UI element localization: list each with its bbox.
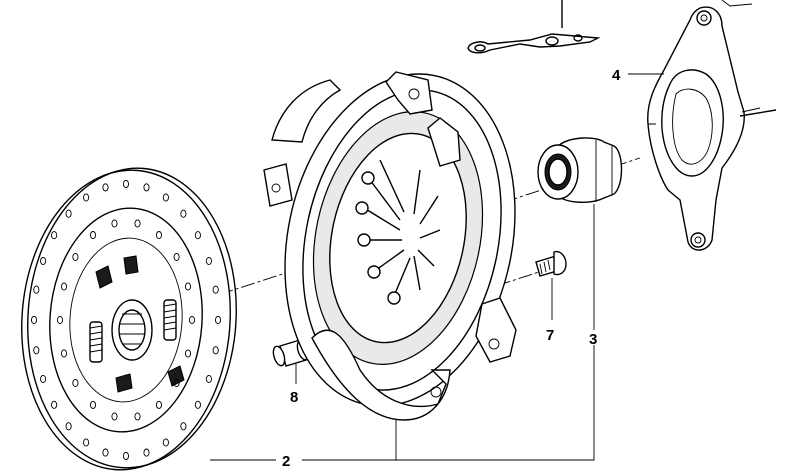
rivet-hole bbox=[89, 231, 97, 240]
rivet-hole bbox=[51, 231, 58, 240]
rivet-hole bbox=[212, 285, 219, 294]
rivet-hole bbox=[212, 346, 219, 355]
rivet-hole bbox=[143, 448, 150, 457]
leader-2 bbox=[210, 420, 594, 461]
rivet-hole bbox=[122, 179, 130, 189]
rivet-hole bbox=[60, 349, 68, 358]
rivet-hole bbox=[173, 378, 180, 388]
rivet-hole bbox=[56, 315, 64, 325]
rivet-hole bbox=[72, 252, 79, 262]
rivet-hole bbox=[33, 285, 40, 294]
rivet-hole bbox=[102, 183, 109, 192]
rivet-hole bbox=[65, 209, 72, 218]
rivet-hole bbox=[102, 448, 109, 457]
release-fork bbox=[647, 0, 777, 251]
rivet-hole bbox=[162, 438, 169, 447]
disc-rivet-holes bbox=[30, 179, 222, 461]
rivet-hole bbox=[89, 400, 97, 409]
rivet-hole bbox=[143, 183, 150, 192]
damper-springs bbox=[89, 255, 185, 393]
rivet-hole bbox=[40, 256, 47, 266]
bolt bbox=[535, 250, 567, 277]
rivet-hole bbox=[173, 252, 180, 262]
release-bearing bbox=[537, 137, 623, 203]
callout-7: 7 bbox=[546, 327, 554, 344]
rivet-hole bbox=[65, 422, 72, 431]
rivet-hole bbox=[30, 315, 38, 325]
rivet-hole bbox=[205, 374, 212, 384]
callout-2: 2 bbox=[282, 453, 290, 470]
rivet-hole bbox=[180, 422, 187, 431]
rivet-hole bbox=[83, 193, 90, 202]
rivet-hole bbox=[188, 315, 196, 325]
callout-3: 3 bbox=[589, 331, 597, 348]
rivet-hole bbox=[155, 231, 163, 240]
pressure-plate bbox=[263, 71, 517, 421]
diaphragm-fingers bbox=[355, 159, 441, 305]
rivet-hole bbox=[40, 374, 47, 384]
rivet-hole bbox=[134, 412, 141, 421]
rivet-hole bbox=[194, 231, 201, 240]
callout-4: 4 bbox=[612, 67, 621, 84]
rivet-hole bbox=[122, 451, 130, 461]
rivet-hole bbox=[214, 315, 222, 325]
rivet-hole bbox=[162, 193, 169, 202]
rivet-hole bbox=[33, 346, 40, 355]
clutch-disc bbox=[21, 167, 237, 471]
rivet-hole bbox=[184, 282, 192, 291]
rivet-hole bbox=[134, 219, 141, 228]
callout-8: 8 bbox=[290, 389, 298, 406]
retaining-clip bbox=[467, 0, 601, 54]
rivet-hole bbox=[111, 219, 118, 228]
rivet-hole bbox=[205, 256, 212, 266]
rivet-hole bbox=[51, 400, 58, 409]
rivet-hole bbox=[155, 400, 163, 409]
rivet-hole bbox=[194, 400, 201, 409]
rivet-hole bbox=[184, 349, 192, 358]
rivet-hole bbox=[180, 209, 187, 218]
rivet-hole bbox=[83, 438, 90, 447]
rivet-hole bbox=[72, 378, 79, 388]
rivet-hole bbox=[111, 412, 118, 421]
rivet-hole bbox=[60, 282, 68, 291]
